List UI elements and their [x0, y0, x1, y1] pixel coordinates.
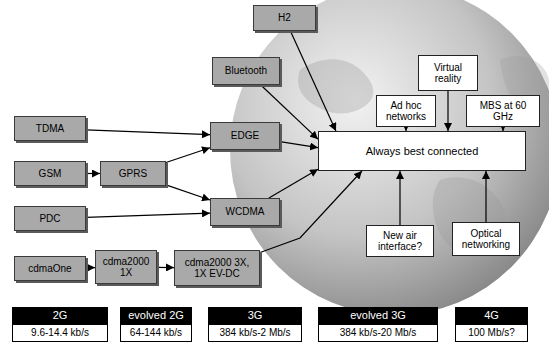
node-label: TDMA: [19, 123, 81, 135]
node-label: cdmaOne: [19, 263, 81, 275]
technology-box: PDC: [14, 206, 86, 231]
generation-band: evolved 3G384 kb/s-20 Mb/s: [318, 307, 438, 342]
node-label: Ad hoc networks: [381, 100, 431, 123]
concept-box: Virtual reality: [418, 55, 478, 91]
evolution-arrow: [86, 213, 210, 217]
evolution-arrow: [269, 169, 318, 198]
generation-name: evolved 3G: [318, 307, 438, 324]
concept-box: New air interface?: [366, 225, 434, 257]
concept-box: MBS at 60 GHz: [466, 95, 540, 127]
generation-band: 3G384 kb/s-2 Mb/s: [208, 307, 302, 342]
node-label: MBS at 60 GHz: [471, 100, 535, 123]
concept-box: Optical networking: [452, 222, 520, 256]
technology-box: WCDMA: [210, 198, 280, 226]
evolution-arrow: [157, 267, 174, 268]
technology-box: cdmaOne: [14, 256, 86, 281]
concept-box: Ad hoc networks: [376, 95, 436, 127]
node-label: WCDMA: [215, 206, 275, 218]
evolution-arrow: [280, 142, 318, 148]
evolution-arrow: [447, 91, 448, 131]
evolution-arrow: [86, 267, 95, 268]
generation-band: 4G100 Mb/s?: [455, 307, 528, 342]
generation-name: evolved 2G: [120, 307, 192, 324]
goal-box: Always best connected: [318, 131, 526, 171]
generation-name: 2G: [12, 307, 108, 324]
globe: [230, 0, 549, 315]
node-label: GSM: [19, 168, 81, 180]
node-label: EDGE: [215, 130, 275, 142]
generation-band: 2G9.6-14.4 kb/s: [12, 307, 108, 342]
evolution-arrow: [399, 171, 400, 225]
node-label: Optical networking: [457, 228, 515, 251]
data-rate: 64-144 kb/s: [120, 324, 192, 342]
evolution-arrow: [166, 148, 210, 163]
evolution-arrow: [166, 185, 210, 200]
node-label: PDC: [19, 213, 81, 225]
technology-box: TDMA: [14, 116, 86, 141]
evolution-arrow: [86, 130, 210, 135]
evolution-arrow: [485, 171, 486, 222]
node-label: New air interface?: [371, 230, 429, 253]
technology-box: GSM: [14, 161, 86, 186]
technology-box: Bluetooth: [212, 57, 280, 85]
technology-box: cdma2000 3X, 1X EV-DC: [174, 250, 260, 286]
node-label: Virtual reality: [423, 62, 473, 85]
data-rate: 100 Mb/s?: [455, 324, 528, 342]
technology-box: GPRS: [100, 161, 166, 186]
generation-name: 4G: [455, 307, 528, 324]
node-label: Bluetooth: [217, 65, 275, 77]
data-rate: 9.6-14.4 kb/s: [12, 324, 108, 342]
technology-box: cdma2000 1X: [95, 250, 157, 284]
evolution-arrow: [86, 173, 100, 174]
technology-box: EDGE: [210, 122, 280, 150]
continent: [298, 59, 373, 113]
node-label: cdma2000 3X, 1X EV-DC: [179, 257, 255, 280]
data-rate: 384 kb/s-2 Mb/s: [208, 324, 302, 342]
node-label: H2: [258, 12, 311, 24]
data-rate: 384 kb/s-20 Mb/s: [318, 324, 438, 342]
generation-name: 3G: [208, 307, 302, 324]
node-label: cdma2000 1X: [100, 256, 152, 279]
technology-box: H2: [253, 5, 316, 31]
evolution-arrow: [290, 31, 336, 131]
node-label: Always best connected: [323, 145, 521, 158]
generation-band: evolved 2G64-144 kb/s: [120, 307, 192, 342]
node-label: GPRS: [105, 168, 161, 180]
